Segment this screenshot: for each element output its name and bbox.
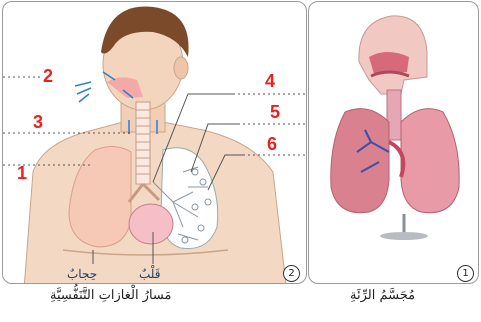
panel-number-1: 1 xyxy=(457,265,474,282)
ear xyxy=(174,57,188,79)
model-right-lung xyxy=(401,109,459,213)
lung-model-panel: 1 xyxy=(308,1,479,284)
marker-3: 3 xyxy=(33,112,43,133)
caption-respiratory-path: مَسارُ الْغازاتِ التَّنَفُّسِيَّةِ xyxy=(50,288,171,303)
lung-model-illustration xyxy=(309,2,479,284)
marker-2: 2 xyxy=(43,66,53,87)
caption-lung-model: مُجَسَّمُ الرِّئَةِ xyxy=(350,288,415,303)
marker-1: 1 xyxy=(17,163,27,184)
panel-number-2: 2 xyxy=(283,265,300,282)
respiratory-diagram xyxy=(3,2,307,284)
respiratory-pathway-panel: 2 3 1 4 5 6 حِجابٌ قَلْبٌ 2 xyxy=(2,1,307,284)
label-diaphragm: حِجابٌ xyxy=(67,267,97,281)
model-left-lung xyxy=(331,109,389,213)
marker-4: 4 xyxy=(265,71,275,92)
marker-6: 6 xyxy=(267,134,277,155)
model-stand-base xyxy=(380,232,428,240)
marker-5: 5 xyxy=(270,102,280,123)
heart xyxy=(129,204,173,244)
label-heart: قَلْبٌ xyxy=(139,267,161,281)
torso xyxy=(23,122,288,284)
